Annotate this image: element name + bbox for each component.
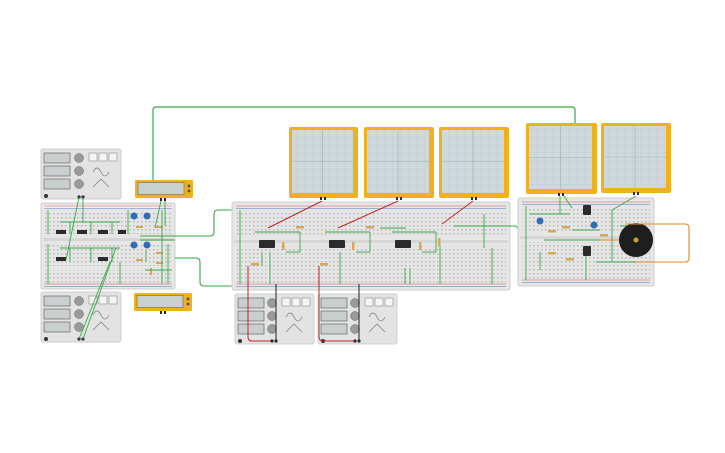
knob-icon[interactable] bbox=[350, 324, 360, 334]
knob-icon[interactable] bbox=[267, 311, 277, 321]
waveform-button[interactable] bbox=[108, 295, 118, 305]
resistor-icon[interactable] bbox=[150, 268, 152, 275]
sine-wave-icon bbox=[285, 312, 303, 322]
waveform-button[interactable] bbox=[291, 297, 301, 307]
resistor-icon[interactable] bbox=[548, 252, 556, 255]
waveform-button[interactable] bbox=[374, 297, 384, 307]
potentiometer-icon[interactable] bbox=[590, 221, 598, 229]
ic-left-5[interactable] bbox=[98, 257, 108, 261]
knob-icon[interactable] bbox=[350, 311, 360, 321]
knob-icon[interactable] bbox=[267, 324, 277, 334]
ic-left-6[interactable] bbox=[118, 230, 126, 234]
breadboard-left[interactable] bbox=[40, 202, 176, 290]
function-generator-2[interactable] bbox=[40, 291, 122, 343]
resistor-icon[interactable] bbox=[600, 234, 608, 237]
function-generator-1[interactable] bbox=[40, 148, 122, 200]
knob-icon[interactable] bbox=[267, 298, 277, 308]
ic-left-1[interactable] bbox=[56, 230, 66, 234]
wire-top-long[interactable] bbox=[152, 106, 576, 182]
resistor-icon[interactable] bbox=[296, 226, 304, 229]
sine-wave-icon bbox=[92, 310, 110, 320]
oscilloscope-4[interactable] bbox=[526, 123, 597, 196]
resistor-icon[interactable] bbox=[352, 242, 355, 250]
meter-top[interactable] bbox=[135, 180, 193, 201]
resistor-icon[interactable] bbox=[548, 230, 556, 233]
knob-icon[interactable] bbox=[74, 153, 84, 163]
ramp-wave-icon bbox=[285, 323, 303, 333]
resistor-icon[interactable] bbox=[156, 252, 163, 254]
sine-wave-icon bbox=[368, 312, 386, 322]
meter-bottom[interactable] bbox=[134, 293, 192, 314]
resistor-icon[interactable] bbox=[136, 226, 143, 228]
wire-red-fg4[interactable] bbox=[318, 266, 355, 342]
potentiometer-icon[interactable] bbox=[130, 241, 138, 249]
resistor-icon[interactable] bbox=[156, 262, 163, 264]
oscilloscope-3[interactable] bbox=[439, 127, 509, 200]
ramp-wave-icon bbox=[92, 321, 110, 331]
ramp-wave-icon bbox=[92, 178, 110, 188]
waveform-button[interactable] bbox=[108, 152, 118, 162]
waveform-button[interactable] bbox=[384, 297, 394, 307]
transistor-icon[interactable] bbox=[583, 246, 591, 256]
breadboard-center[interactable] bbox=[231, 200, 511, 291]
piezo-buzzer[interactable] bbox=[619, 223, 653, 257]
ic-left-3[interactable] bbox=[98, 230, 108, 234]
knob-icon[interactable] bbox=[350, 298, 360, 308]
ic-center-3[interactable] bbox=[395, 240, 411, 248]
waveform-button[interactable] bbox=[88, 152, 98, 162]
resistor-icon[interactable] bbox=[562, 226, 570, 229]
resistor-icon[interactable] bbox=[419, 242, 422, 250]
knob-icon[interactable] bbox=[74, 296, 84, 306]
resistor-icon[interactable] bbox=[320, 263, 328, 266]
ramp-wave-icon bbox=[368, 323, 386, 333]
resistor-icon[interactable] bbox=[251, 263, 259, 266]
resistor-icon[interactable] bbox=[282, 242, 285, 250]
ic-center-1[interactable] bbox=[259, 240, 275, 248]
potentiometer-icon[interactable] bbox=[143, 241, 151, 249]
function-generator-4[interactable] bbox=[317, 293, 398, 345]
potentiometer-icon[interactable] bbox=[143, 212, 151, 220]
oscilloscope-1[interactable] bbox=[289, 127, 358, 200]
potentiometer-icon[interactable] bbox=[536, 217, 544, 225]
ic-left-2[interactable] bbox=[77, 230, 87, 234]
breadboard-right[interactable] bbox=[517, 195, 655, 287]
oscilloscope-5[interactable] bbox=[601, 123, 671, 195]
waveform-button[interactable] bbox=[301, 297, 311, 307]
knob-icon[interactable] bbox=[74, 309, 84, 319]
waveform-button[interactable] bbox=[98, 152, 108, 162]
waveform-button[interactable] bbox=[281, 297, 291, 307]
waveform-button[interactable] bbox=[364, 297, 374, 307]
wire-buzzer-orange[interactable] bbox=[625, 223, 690, 263]
sine-wave-icon bbox=[92, 167, 110, 177]
knob-icon[interactable] bbox=[74, 179, 84, 189]
resistor-icon[interactable] bbox=[566, 258, 574, 261]
knob-icon[interactable] bbox=[74, 166, 84, 176]
resistor-icon[interactable] bbox=[156, 226, 163, 228]
ic-left-4[interactable] bbox=[56, 257, 66, 261]
function-generator-3[interactable] bbox=[234, 293, 315, 345]
waveform-button[interactable] bbox=[98, 295, 108, 305]
resistor-icon[interactable] bbox=[438, 238, 441, 246]
potentiometer-icon[interactable] bbox=[130, 212, 138, 220]
wire-left-to-center-2[interactable] bbox=[175, 257, 232, 287]
wire-left-to-center-1[interactable] bbox=[175, 209, 232, 237]
oscilloscope-2[interactable] bbox=[364, 127, 434, 200]
resistor-icon[interactable] bbox=[366, 226, 374, 229]
wire-red-fg3[interactable] bbox=[247, 266, 272, 342]
resistor-icon[interactable] bbox=[136, 259, 143, 261]
transistor-icon[interactable] bbox=[583, 205, 591, 215]
ic-center-2[interactable] bbox=[329, 240, 345, 248]
